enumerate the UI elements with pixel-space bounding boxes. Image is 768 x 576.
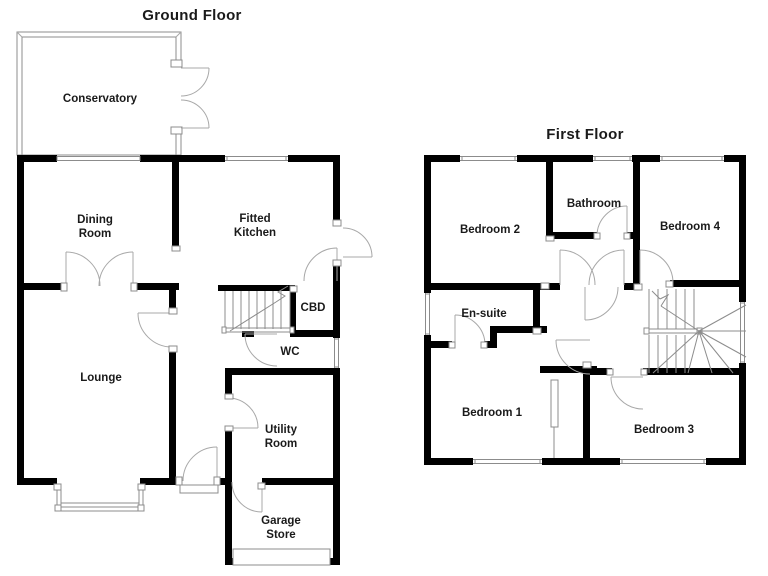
first-stairs-break-arrow xyxy=(659,293,670,307)
room-label-kitchen-1: Fitted xyxy=(239,213,270,225)
first-floor-plan: First Floor Bedroom 2 Bathroom Bedroom 4… xyxy=(424,126,747,465)
room-label-lounge: Lounge xyxy=(80,372,122,384)
utility-door xyxy=(227,397,259,429)
room-label-ensuite: En-suite xyxy=(461,308,506,320)
room-label-utility-2: Room xyxy=(265,438,298,450)
ground-floor-title: Ground Floor xyxy=(142,7,241,24)
bedroom1-wardrobe xyxy=(550,379,559,458)
room-label-conservatory: Conservatory xyxy=(63,93,138,105)
wc-window xyxy=(334,338,339,368)
room-label-bathroom: Bathroom xyxy=(567,198,621,210)
garage-opening xyxy=(232,548,331,566)
room-label-cbd: CBD xyxy=(301,302,326,314)
room-label-garage-2: Store xyxy=(266,529,295,541)
room-label-garage-1: Garage xyxy=(261,515,301,527)
dining-conservatory-window xyxy=(56,156,141,161)
landing-cupboard-doors xyxy=(559,249,625,286)
stairs-window xyxy=(740,302,745,363)
ground-floor-plan: Ground Floor Conservatory Dining Room Fi… xyxy=(16,7,373,566)
room-label-dining-2: Room xyxy=(79,228,112,240)
dining-double-doors xyxy=(65,251,134,287)
first-walls xyxy=(424,155,746,465)
stairs-break-arrow xyxy=(275,285,289,303)
bedroom1-window xyxy=(473,459,542,464)
first-stairs xyxy=(643,289,747,374)
room-label-wc: WC xyxy=(280,346,299,358)
kitchen-back-door xyxy=(342,227,373,258)
room-label-utility-1: Utility xyxy=(265,424,298,436)
lounge-door xyxy=(137,312,173,348)
ground-stairs xyxy=(221,285,295,334)
ensuite-window xyxy=(425,293,430,335)
first-door-jambs xyxy=(448,232,674,376)
room-label-kitchen-2: Kitchen xyxy=(234,227,276,239)
first-stairs-direction-line xyxy=(651,290,661,300)
front-door xyxy=(182,446,218,482)
conservatory-door-gap xyxy=(170,66,184,128)
bedroom3-door xyxy=(610,376,644,410)
ensuite-door xyxy=(454,314,486,346)
room-label-bedroom3: Bedroom 3 xyxy=(634,424,694,436)
first-windows xyxy=(425,156,745,464)
kitchen-window xyxy=(225,156,288,161)
front-porch-step xyxy=(179,484,219,494)
room-label-bedroom1: Bedroom 1 xyxy=(462,407,523,419)
first-floor-title: First Floor xyxy=(546,126,623,143)
bedroom3-window xyxy=(620,459,706,464)
room-label-bedroom2: Bedroom 2 xyxy=(460,224,520,236)
ground-door-jambs xyxy=(60,219,342,490)
bedroom4-window xyxy=(660,156,724,161)
first-doors xyxy=(454,205,674,410)
ground-walls xyxy=(17,155,340,565)
landing-door xyxy=(584,286,619,321)
bedroom4-door xyxy=(639,249,674,284)
ground-windows xyxy=(53,156,339,512)
cbd-door xyxy=(303,247,338,282)
conservatory-french-doors xyxy=(180,67,210,129)
bathroom-window xyxy=(593,156,632,161)
bedroom2-window xyxy=(460,156,517,161)
wc-door xyxy=(244,333,278,367)
bedroom1-door xyxy=(555,339,591,375)
lounge-bay-window xyxy=(53,483,146,512)
conservatory-glass-walls xyxy=(16,31,184,156)
room-label-bedroom4: Bedroom 4 xyxy=(660,221,721,233)
stairs-direction-line xyxy=(229,301,277,332)
bathroom-door xyxy=(596,205,628,237)
room-label-dining-1: Dining xyxy=(77,214,113,226)
